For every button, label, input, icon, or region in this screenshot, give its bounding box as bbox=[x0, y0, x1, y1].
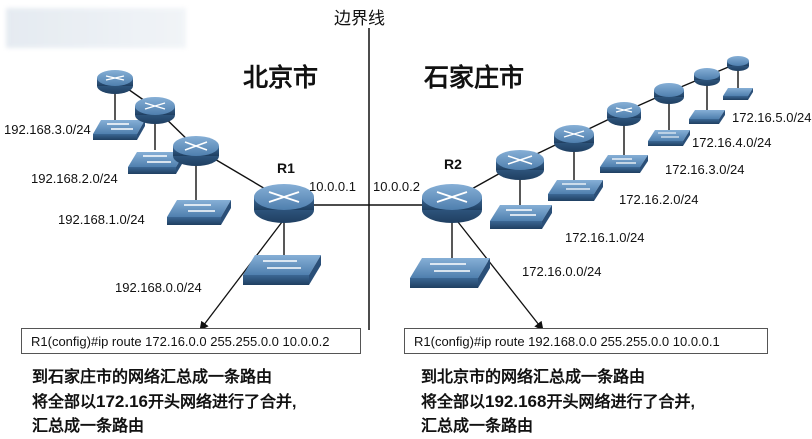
switch-icon bbox=[410, 258, 490, 288]
network-label: 172.16.1.0/24 bbox=[565, 230, 645, 245]
note-right-line3: 汇总成一条路由 bbox=[421, 418, 534, 435]
switch-icon bbox=[648, 130, 690, 146]
command-box-left: R1(config)#ip route 172.16.0.0 255.255.0… bbox=[21, 328, 361, 354]
blurred-watermark bbox=[6, 8, 186, 48]
note-left-line2: 将全部以172.16开头网络进行了合并, bbox=[32, 390, 296, 415]
switch-icon bbox=[490, 205, 552, 229]
router-icon bbox=[554, 125, 594, 152]
router-r2-icon bbox=[422, 184, 482, 223]
network-label: 172.16.2.0/24 bbox=[619, 192, 699, 207]
switch-icon bbox=[548, 180, 603, 201]
network-label: 192.168.2.0/24 bbox=[31, 171, 118, 186]
router-icon bbox=[135, 97, 175, 124]
network-label: 192.168.1.0/24 bbox=[58, 212, 145, 227]
router-icon bbox=[727, 56, 749, 71]
r1-ip: 10.0.0.1 bbox=[309, 179, 356, 194]
switch-icon bbox=[723, 88, 753, 100]
switch-icon bbox=[600, 155, 648, 173]
note-left-line1: 到石家庄市的网络汇总成一条路由 bbox=[32, 369, 273, 386]
command-box-right: R1(config)#ip route 192.168.0.0 255.255.… bbox=[404, 328, 768, 354]
note-left-line2-pre: 将全部以 bbox=[32, 394, 97, 411]
router-r1-icon bbox=[254, 184, 314, 223]
network-label: 192.168.0.0/24 bbox=[115, 280, 202, 295]
note-left-line2-post: 开头网络进行了合并, bbox=[148, 394, 297, 411]
network-diagram bbox=[93, 28, 753, 331]
router-icon bbox=[694, 68, 720, 86]
note-right-line1: 到北京市的网络汇总成一条路由 bbox=[421, 369, 646, 386]
arrow-right bbox=[457, 221, 544, 331]
router-icon bbox=[496, 150, 544, 180]
boundary-label: 边界线 bbox=[334, 9, 385, 28]
note-right: 到北京市的网络汇总成一条路由 将全部以192.168开头网络进行了合并, 汇总成… bbox=[421, 366, 695, 439]
router-icon bbox=[97, 70, 133, 94]
network-label: 192.168.3.0/24 bbox=[4, 122, 91, 137]
note-left-line2-prefix: 172.16 bbox=[96, 392, 149, 411]
note-right-line2: 将全部以192.168开头网络进行了合并, bbox=[421, 390, 695, 415]
arrow-left bbox=[199, 221, 283, 331]
note-right-line2-prefix: 192.168 bbox=[485, 392, 547, 411]
note-left-line3: 汇总成一条路由 bbox=[32, 418, 145, 435]
network-label: 172.16.3.0/24 bbox=[665, 162, 745, 177]
router-icon bbox=[654, 83, 684, 104]
network-label: 172.16.5.0/24 bbox=[732, 110, 812, 125]
city-shijiazhuang: 石家庄市 bbox=[424, 64, 525, 92]
city-beijing: 北京市 bbox=[243, 64, 319, 92]
note-right-line2-pre: 将全部以 bbox=[421, 394, 486, 411]
router-icon bbox=[607, 102, 641, 126]
note-right-line2-post: 开头网络进行了合并, bbox=[546, 394, 695, 411]
note-left: 到石家庄市的网络汇总成一条路由 将全部以172.16开头网络进行了合并, 汇总成… bbox=[32, 366, 296, 439]
switch-icon bbox=[167, 200, 231, 225]
network-label: 172.16.0.0/24 bbox=[522, 264, 602, 279]
switch-icon bbox=[93, 120, 145, 140]
r2-ip: 10.0.0.2 bbox=[373, 179, 420, 194]
router-r1-label: R1 bbox=[277, 160, 295, 176]
router-r2-label: R2 bbox=[444, 156, 462, 172]
switch-icon bbox=[243, 255, 321, 285]
switch-icon bbox=[689, 110, 725, 124]
network-label: 172.16.4.0/24 bbox=[692, 135, 772, 150]
router-icon bbox=[173, 136, 219, 166]
